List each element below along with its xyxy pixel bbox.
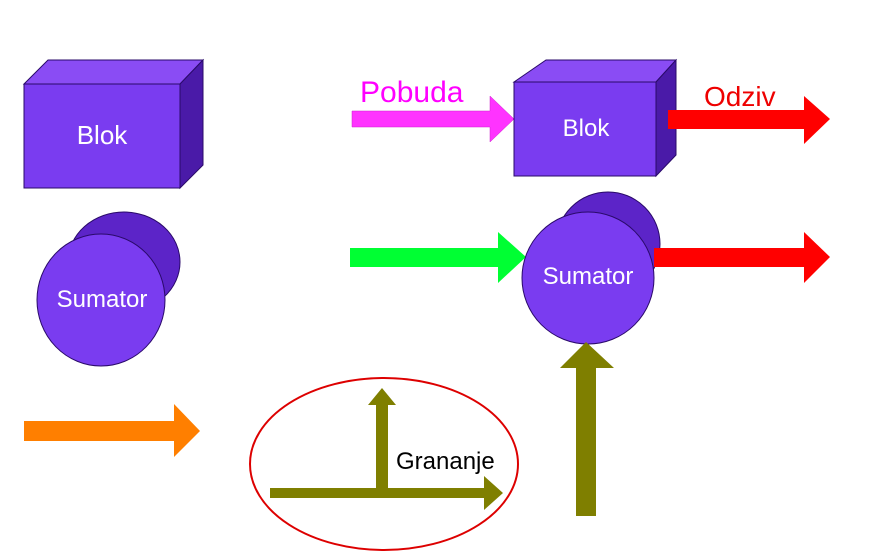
legend-summator: Sumator xyxy=(36,211,181,367)
input-label: Pobuda xyxy=(360,76,464,109)
feedback-up-arrow xyxy=(560,342,614,516)
output-arrow-top xyxy=(668,96,830,144)
legend-block: Blok xyxy=(22,58,205,190)
example-block: Blok xyxy=(512,58,678,178)
output-arrow-bottom xyxy=(654,232,830,283)
legend-signal-arrow xyxy=(24,404,200,457)
green-input-arrow xyxy=(350,232,526,283)
output-label: Odziv xyxy=(704,81,776,112)
legend-block-label: Blok xyxy=(77,120,129,150)
branch-vertical-arrow xyxy=(368,388,396,493)
branching-ellipse xyxy=(249,377,519,551)
example-block-label: Blok xyxy=(563,115,611,142)
legend-summator-label: Sumator xyxy=(57,286,148,313)
branching-label: Grananje xyxy=(396,448,495,475)
example-summator-label: Sumator xyxy=(543,263,634,290)
example-summator: Sumator xyxy=(521,191,661,345)
input-arrow xyxy=(351,95,515,143)
